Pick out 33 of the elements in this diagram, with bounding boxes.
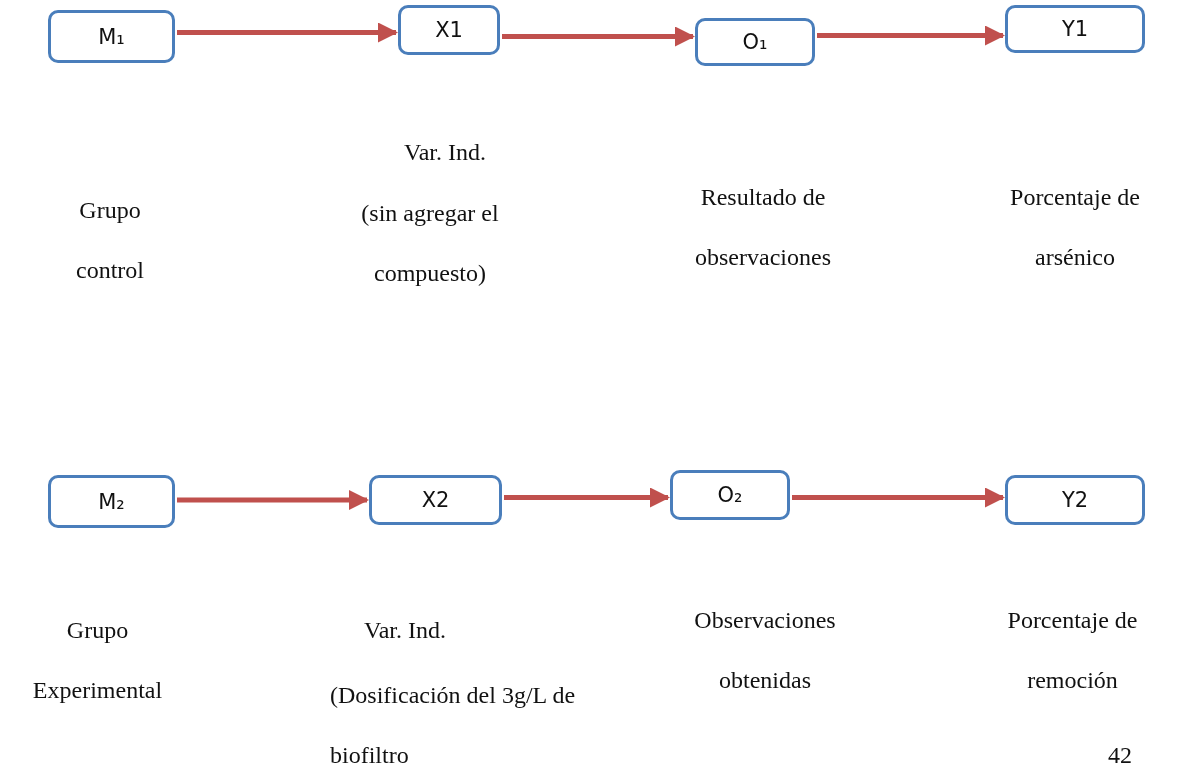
process-box xyxy=(48,10,175,63)
arrow xyxy=(504,487,670,508)
process-box xyxy=(48,475,175,528)
process-box xyxy=(369,475,502,525)
process-box xyxy=(1005,475,1145,525)
node-label: Y1 xyxy=(1061,17,1089,41)
process-box xyxy=(398,5,500,55)
node-label: X1 xyxy=(435,18,463,42)
caption-text: Porcentaje de remoción xyxy=(1006,606,1139,695)
arrow xyxy=(177,22,398,43)
caption-text: Var. Ind. xyxy=(363,616,447,645)
arrow xyxy=(177,490,369,510)
caption-text: Porcentaje de arsénico xyxy=(1009,183,1141,272)
process-box xyxy=(695,18,815,66)
page-number: 42 xyxy=(1107,741,1133,770)
arrow xyxy=(502,26,695,47)
caption-text: Observaciones obtenidas xyxy=(693,606,837,695)
node-label: O₂ xyxy=(717,483,743,507)
node-label: Y2 xyxy=(1061,488,1089,512)
process-box xyxy=(670,470,790,520)
arrow xyxy=(792,487,1005,508)
caption-text: (sin agregar el compuesto) xyxy=(360,199,500,288)
process-box xyxy=(1005,5,1145,53)
node-label: M₂ xyxy=(98,489,125,514)
caption-text: Resultado de observaciones xyxy=(694,183,832,272)
caption-text: Grupo control xyxy=(75,196,145,285)
node-label: M₁ xyxy=(98,24,125,49)
node-label: X2 xyxy=(421,488,450,512)
caption-text: Var. Ind. xyxy=(403,138,487,167)
caption-text: (Dosificación del 3g/L de biofiltro xyxy=(330,681,577,770)
node-label: O₁ xyxy=(742,30,768,54)
arrow xyxy=(817,25,1005,46)
caption-text: Grupo Experimental xyxy=(31,616,164,705)
